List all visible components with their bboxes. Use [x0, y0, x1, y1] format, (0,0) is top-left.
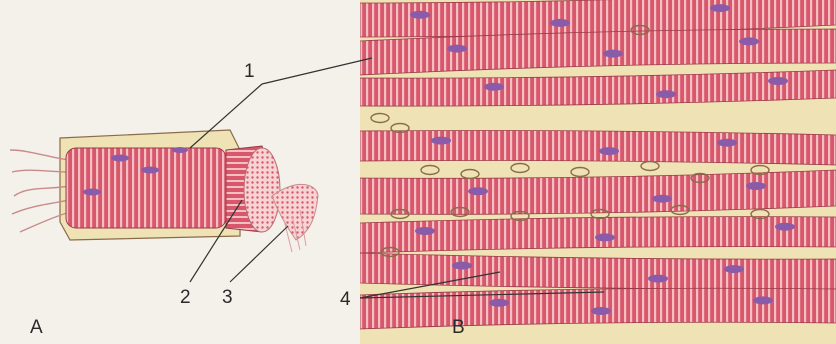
- panel-b-nucleus: [648, 275, 668, 283]
- panel-a-nucleus: [83, 189, 101, 196]
- panel-b-nucleus: [717, 139, 737, 147]
- panel-b-nucleus: [739, 37, 759, 45]
- panel-b-nucleus: [768, 77, 788, 85]
- panel-b-nucleus: [724, 265, 744, 273]
- panel-b-nucleus: [468, 187, 488, 195]
- panel-b-nucleus: [489, 299, 509, 307]
- panel-a-nucleus: [172, 147, 188, 153]
- panel-b-nucleus: [591, 307, 611, 315]
- panel-b-nucleus: [746, 182, 766, 190]
- panel-a-fiber-group: [10, 130, 318, 252]
- panel-b-fiber: [360, 131, 836, 166]
- panel-b-nucleus: [550, 19, 570, 27]
- panel-a-label: A: [30, 318, 43, 337]
- panel-a-nucleus: [141, 167, 159, 174]
- panel-a-nucleus: [111, 155, 129, 162]
- callout-1: 1: [244, 62, 255, 81]
- panel-b-nucleus: [603, 50, 623, 58]
- panel-b-nucleus: [753, 296, 773, 304]
- panel-b-nucleus: [775, 223, 795, 231]
- panel-a-myofilament-fan: [272, 184, 318, 240]
- panel-b-nucleus: [595, 233, 615, 241]
- panel-a-cross-section: [244, 148, 280, 232]
- panel-b-nucleus: [656, 90, 676, 98]
- panel-b-nucleus: [410, 11, 430, 19]
- panel-b-nucleus: [447, 45, 467, 53]
- panel-b-nucleus: [652, 195, 672, 203]
- panel-b-label: B: [452, 318, 465, 337]
- panel-b-nucleus: [710, 4, 730, 12]
- panel-b-nucleus: [431, 137, 451, 145]
- callout-2: 2: [180, 288, 191, 307]
- panel-b-nucleus: [452, 262, 472, 270]
- callout-3: 3: [222, 288, 233, 307]
- callout-4: 4: [340, 290, 351, 309]
- panel-a-fiber-body: [66, 148, 226, 228]
- panel-b-nucleus: [415, 227, 435, 235]
- panel-b-nucleus: [484, 83, 504, 91]
- panel-b-nucleus: [599, 147, 619, 155]
